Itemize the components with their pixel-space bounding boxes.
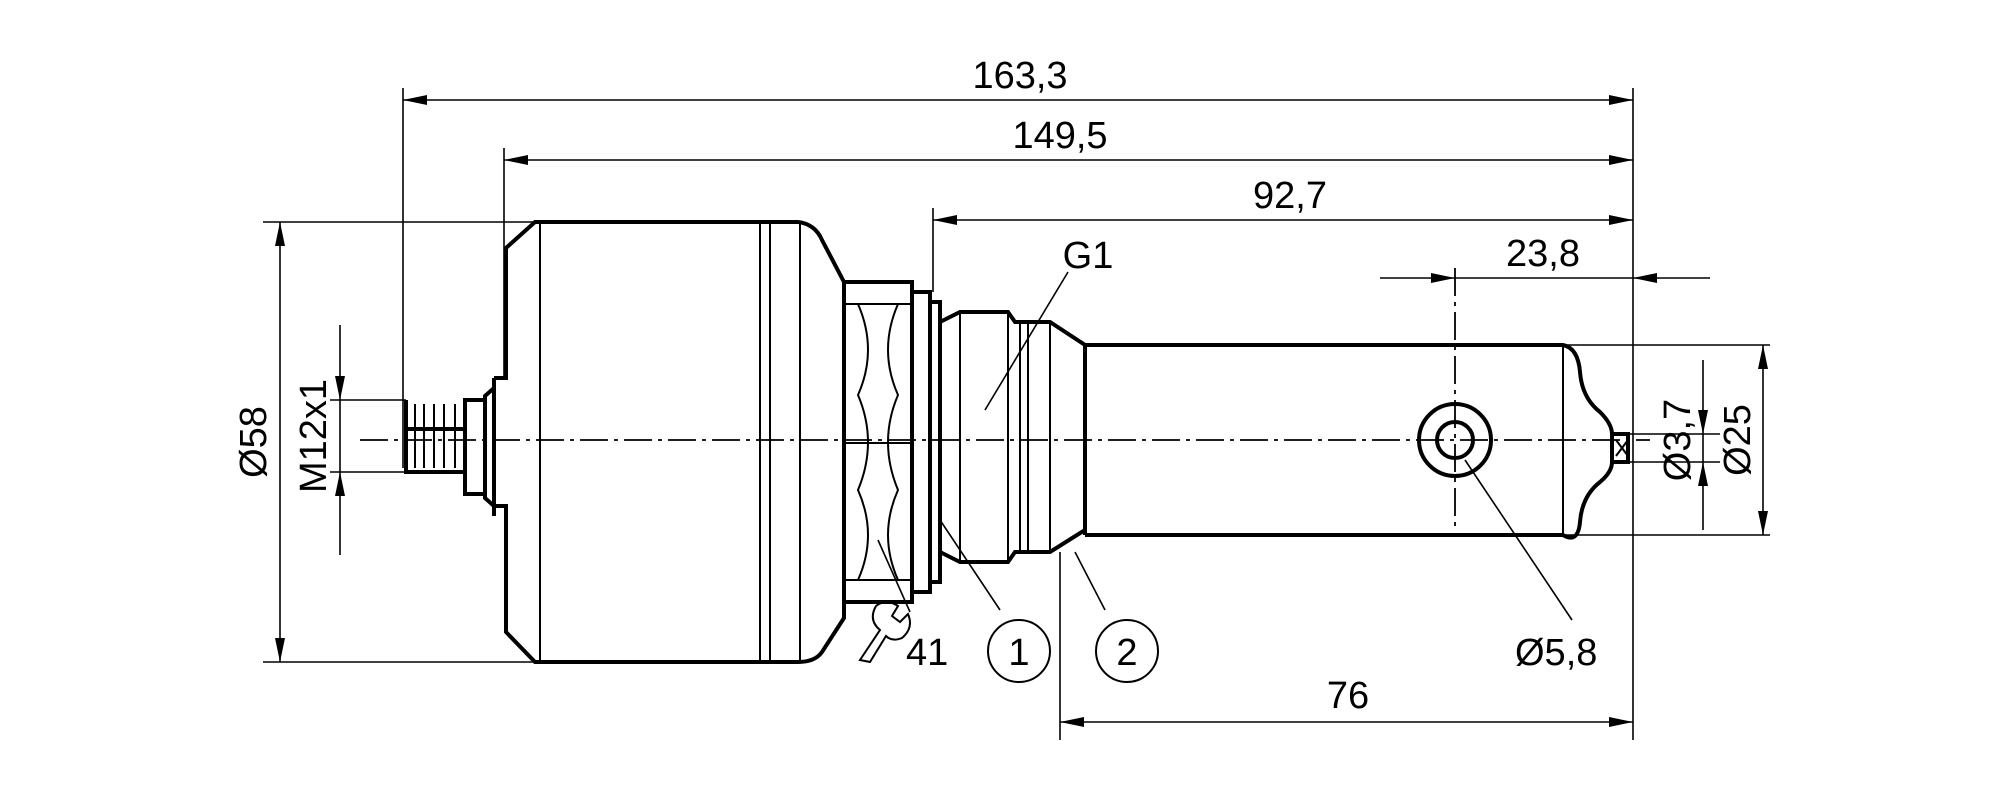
m12-connector (404, 378, 496, 516)
label-process-thread: G1 (1063, 235, 1114, 277)
svg-text:1: 1 (1008, 632, 1029, 674)
dim-length-from-thread: 92,7 (1253, 175, 1327, 217)
dimension-lines (263, 88, 1770, 740)
dim-wrench-size: 41 (906, 632, 948, 674)
housing (494, 220, 846, 664)
dim-probe-diameter: Ø25 (1717, 404, 1759, 476)
dim-hole-to-tip: 23,8 (1506, 233, 1580, 275)
hex-nut (842, 280, 942, 604)
cross-hole (1417, 268, 1493, 530)
process-thread (938, 310, 1087, 564)
probe (1083, 343, 1630, 540)
dim-connector-thread: M12x1 (293, 379, 335, 493)
dim-overall-length: 163,3 (972, 55, 1067, 97)
wrench-icon (858, 601, 911, 664)
svg-text:2: 2 (1116, 632, 1137, 674)
dim-length-from-flange: 149,5 (1012, 115, 1107, 157)
dim-probe-length: 76 (1327, 675, 1369, 717)
dim-hole-diameter: Ø5,8 (1515, 632, 1597, 674)
callout-1: 1 (987, 619, 1051, 683)
dim-tip-diameter: Ø3,7 (1657, 399, 1699, 481)
sensor-body (360, 220, 1650, 664)
callout-2: 2 (1095, 619, 1159, 683)
dim-housing-diameter: Ø58 (233, 406, 275, 478)
